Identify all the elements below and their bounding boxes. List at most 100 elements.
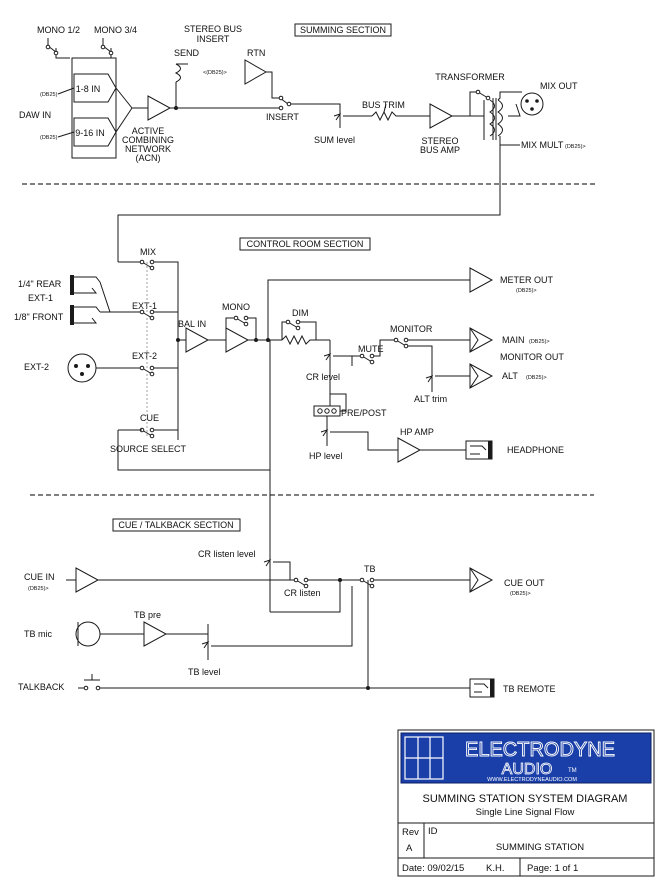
in-9-16-box: [73, 117, 117, 147]
mix-out-xlr: [520, 92, 544, 116]
db25-meter: (DB25)>: [516, 288, 537, 294]
cr-listen-label: CR listen: [284, 588, 321, 598]
logo-url: WWW.ELECTRODYNEAUDIO.COM: [487, 777, 577, 783]
source-select-label: SOURCE SELECT: [110, 444, 187, 454]
talkback-button: [84, 674, 100, 681]
cr-listen-level-label: CR listen level: [198, 549, 256, 559]
acn-amp-triangle: [147, 95, 172, 121]
summing-section: MONO 1/2 MONO 3/4 1-8 IN 9-16 IN (DB25) …: [19, 24, 586, 262]
mono-34-label: MONO 3/4: [94, 25, 137, 35]
hp-amp-label: HP AMP: [400, 427, 434, 437]
db25-cuein: (DB25)>: [28, 586, 49, 592]
ext1-label: EXT-1: [132, 301, 157, 311]
db25-b: (DB25): [40, 135, 58, 141]
meter-out-label: METER OUT: [500, 275, 554, 285]
front-label: 1/8" FRONT: [14, 312, 64, 322]
diagram-subtitle: Single Line Signal Flow: [476, 807, 575, 818]
db25-mult: (DB25)>: [565, 144, 586, 150]
logo-line2: AUDIO: [502, 761, 553, 778]
stereo-bus-amp-label-1: STEREO: [421, 136, 458, 146]
cue-section-box: [112, 518, 241, 532]
control-room-section-title: CONTROL ROOM SECTION: [247, 239, 364, 249]
control-room-section: MIX 1/4" REAR EXT-1 1/8" FRONT EXT-1 EXT…: [14, 247, 564, 612]
acn-label-1: ACTIVE: [132, 126, 165, 136]
sum-level-label: SUM level: [314, 135, 355, 145]
mix-out-label: MIX OUT: [540, 81, 578, 91]
logo-tm: TM: [568, 768, 577, 774]
rtn-amp-triangle: [244, 59, 268, 85]
alt-label: ALT: [502, 371, 518, 381]
rtn-label: RTN: [247, 48, 265, 58]
bus-trim-label: BUS TRIM: [362, 100, 405, 110]
monitor-out-label: MONITOR OUT: [500, 352, 564, 362]
stereo-bus-insert-label-1: STEREO BUS: [184, 24, 242, 34]
ext1-left-label: EXT-1: [28, 293, 53, 303]
ext2-xlr: [67, 353, 97, 383]
main-amp: [469, 327, 494, 353]
title-block: ELECTRODYNE AUDIO TM WWW.ELECTRODYNEAUDI…: [397, 729, 655, 877]
cue-out-amp: [469, 567, 494, 593]
tb-level-label: TB level: [188, 667, 221, 677]
transformer-label: TRANSFORMER: [435, 72, 505, 82]
tb-pre-label: TB pre: [134, 610, 161, 620]
hp-level-label: HP level: [309, 451, 342, 461]
monitor-label: MONITOR: [390, 324, 433, 334]
diagram-title: SUMMING STATION SYSTEM DIAGRAM: [423, 793, 628, 805]
bus-trim-resistor: [371, 110, 430, 122]
send-label: SEND: [174, 48, 200, 58]
acn-label-4: (ACN): [136, 153, 161, 163]
id-label: ID: [428, 826, 438, 837]
bal-in-amp: [185, 327, 210, 353]
transformer-coil: [489, 99, 495, 137]
stereo-bus-insert-label-2: INSERT: [197, 34, 230, 44]
author-field: K.H.: [486, 863, 504, 874]
talkback-label: TALKBACK: [18, 682, 64, 692]
mono-12-label: MONO 1/2: [37, 25, 80, 35]
tb-mic-label: TB mic: [24, 629, 52, 639]
daw-in-label: DAW IN: [19, 110, 51, 120]
date-field: Date: 09/02/15: [402, 863, 464, 874]
tb-remote-label: TB REMOTE: [503, 684, 556, 694]
alt-trim-label: ALT trim: [414, 394, 447, 404]
summing-section-title: SUMMING SECTION: [300, 25, 386, 35]
meter-out-amp: [469, 267, 494, 293]
db25-cueout: (DB25)>: [510, 591, 531, 597]
cue-label: CUE: [140, 413, 159, 423]
cue-in-label: CUE IN: [24, 572, 55, 582]
cue-section-title: CUE / TALKBACK SECTION: [118, 520, 233, 530]
main-label: MAIN: [502, 335, 525, 345]
mix-mult-label: MIX MULT: [521, 140, 564, 150]
mute-label: MUTE: [358, 344, 384, 354]
alt-amp: [469, 363, 494, 389]
ext2-left-label: EXT-2: [24, 362, 49, 372]
db25-a: (DB25): [40, 92, 58, 98]
db25-insert: <(DB25)>: [203, 70, 227, 76]
insert-label: INSERT: [266, 112, 299, 122]
tb-mic-icon: [75, 621, 101, 647]
db25-main: (DB25)>: [529, 339, 550, 345]
stereo-bus-amp-triangle: [429, 103, 454, 129]
acn-label-3: NETWORK: [125, 144, 171, 154]
control-room-section-box: [239, 237, 371, 251]
send-coil: [170, 63, 272, 109]
mix-feed-line: [117, 145, 501, 262]
in-1-8-label: 1-8 IN: [76, 84, 101, 94]
tb-label: TB: [364, 564, 376, 574]
hp-amp-triangle: [397, 437, 422, 463]
logo-line1: ELECTRODYNE: [465, 739, 615, 761]
id-value: SUMMING STATION: [496, 842, 584, 853]
tb-pre-amp: [143, 621, 168, 647]
in-1-8-box: [73, 73, 117, 103]
mono-12-switch: [47, 38, 70, 59]
cue-in-amp: [75, 567, 100, 593]
bal-in-label: BAL IN: [178, 319, 206, 329]
pre-post-label: PRE/POST: [341, 408, 387, 418]
cr-level-label: CR level: [306, 372, 340, 382]
mono-label: MONO: [222, 302, 250, 312]
rear-label: 1/4" REAR: [18, 279, 62, 289]
cue-talkback-section: CR listen level CUE IN (DB25)> CR listen…: [18, 548, 556, 698]
cue-out-label: CUE OUT: [504, 578, 545, 588]
ext2-label: EXT-2: [132, 351, 157, 361]
dim-label: DIM: [292, 308, 309, 318]
rev-label: Rev: [402, 827, 419, 838]
